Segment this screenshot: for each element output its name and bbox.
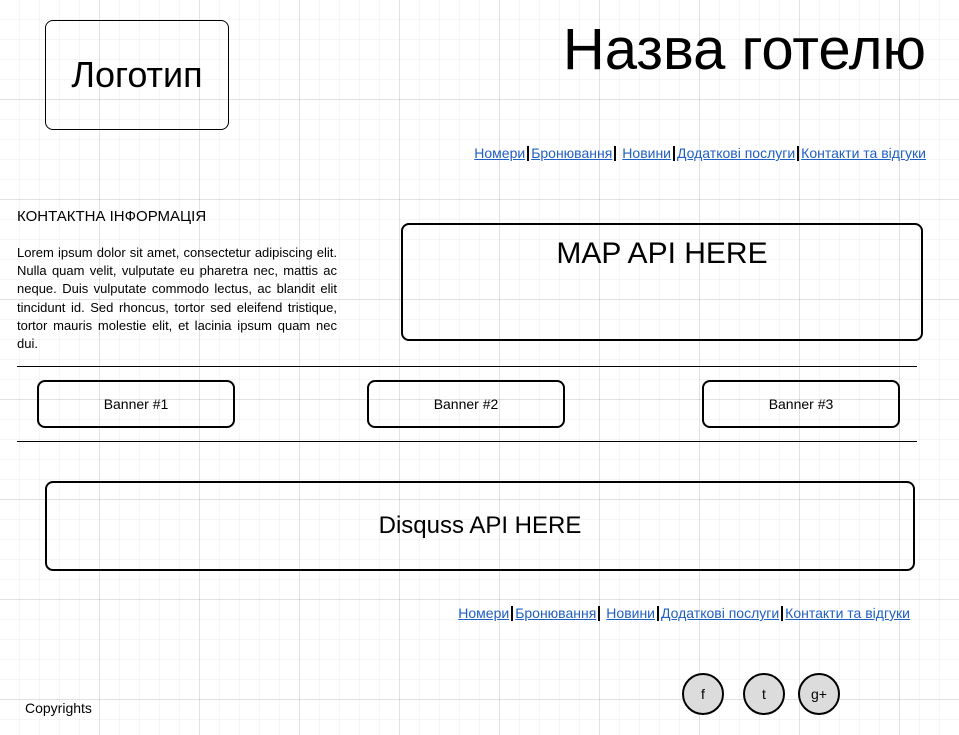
nav-link-services[interactable]: Додаткові послуги xyxy=(661,605,780,621)
banner-1[interactable]: Banner #1 xyxy=(37,380,235,428)
facebook-icon[interactable]: f xyxy=(682,673,724,715)
nav-separator xyxy=(673,145,676,161)
nav-link-rooms[interactable]: Номери xyxy=(458,605,510,621)
comments-placeholder[interactable]: Disquss API HERE xyxy=(45,481,915,571)
divider-bottom xyxy=(17,441,917,442)
top-navigation: Номери Бронювання Новини Додаткові послу… xyxy=(474,145,926,161)
nav-link-services[interactable]: Додаткові послуги xyxy=(677,145,796,161)
nav-separator xyxy=(657,605,660,621)
nav-separator xyxy=(614,145,617,161)
banner-label: Banner #3 xyxy=(768,396,834,412)
hotel-name-title: Назва готелю xyxy=(562,17,926,82)
banner-3[interactable]: Banner #3 xyxy=(702,380,900,428)
divider-top xyxy=(17,366,917,367)
nav-separator xyxy=(598,605,601,621)
nav-link-news[interactable]: Новини xyxy=(622,145,672,161)
map-label: MAP API HERE xyxy=(556,237,768,270)
nav-link-booking[interactable]: Бронювання xyxy=(531,145,613,161)
twitter-icon-label: t xyxy=(762,686,766,702)
copyrights-text: Copyrights xyxy=(25,700,92,716)
nav-link-contacts[interactable]: Контакти та відгуки xyxy=(801,145,926,161)
nav-link-news[interactable]: Новини xyxy=(606,605,656,621)
nav-link-contacts[interactable]: Контакти та відгуки xyxy=(785,605,910,621)
nav-link-booking[interactable]: Бронювання xyxy=(515,605,597,621)
banner-label: Banner #1 xyxy=(103,396,169,412)
facebook-icon-label: f xyxy=(701,686,705,702)
contact-info-text: Lorem ipsum dolor sit amet, consectetur … xyxy=(17,245,337,352)
logo-placeholder[interactable]: Логотип xyxy=(45,20,229,130)
nav-separator xyxy=(527,145,530,161)
nav-separator xyxy=(797,145,800,161)
banner-2[interactable]: Banner #2 xyxy=(367,380,565,428)
footer-navigation: Номери Бронювання Новини Додаткові послу… xyxy=(458,605,910,621)
map-placeholder[interactable]: MAP API HERE xyxy=(401,223,923,341)
comments-label: Disquss API HERE xyxy=(378,512,582,539)
banner-label: Banner #2 xyxy=(433,396,499,412)
nav-separator xyxy=(781,605,784,621)
logo-label: Логотип xyxy=(71,54,203,95)
twitter-icon[interactable]: t xyxy=(743,673,785,715)
nav-link-rooms[interactable]: Номери xyxy=(474,145,526,161)
nav-separator xyxy=(511,605,514,621)
google-plus-icon-label: g+ xyxy=(811,686,827,702)
contact-info-heading: КОНТАКТНА ІНФОРМАЦІЯ xyxy=(17,208,207,225)
google-plus-icon[interactable]: g+ xyxy=(798,673,840,715)
